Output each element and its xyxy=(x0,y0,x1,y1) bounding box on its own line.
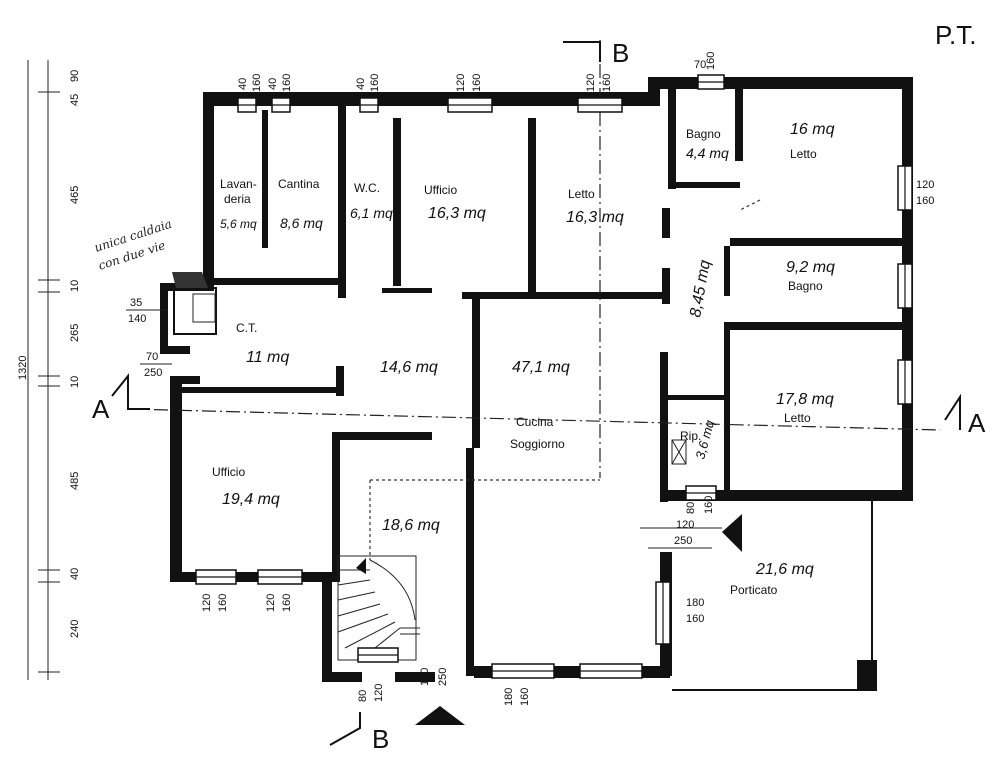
room-ripost: Rip. xyxy=(680,429,701,443)
entrance-arrows xyxy=(415,514,742,725)
boiler xyxy=(172,272,217,335)
dim-left-40: 40 xyxy=(69,568,81,580)
room-wc: W.C. xyxy=(354,181,380,195)
room-letto-se: Letto xyxy=(784,411,811,425)
dim-s2b: 160 xyxy=(281,594,293,612)
dim-ct-d: 250 xyxy=(144,367,162,379)
area-ufficio-sw: 19,4 mq xyxy=(222,491,280,508)
section-b-bottom: B xyxy=(372,724,389,754)
room-letto-ne: Letto xyxy=(790,147,817,161)
dim-w3b: 160 xyxy=(369,74,381,92)
dim-w2b: 160 xyxy=(281,74,293,92)
area-ct: 11 mq xyxy=(246,349,289,366)
floor-label: P.T. xyxy=(935,20,976,50)
section-a-right: A xyxy=(968,408,986,438)
dim-w3: 40 xyxy=(355,78,367,90)
dim-w1b: 160 xyxy=(251,74,263,92)
dim-s1b: 160 xyxy=(217,594,229,612)
dimension-chain-left xyxy=(27,60,60,680)
dim-left-90: 90 xyxy=(69,70,81,82)
dim-s1: 120 xyxy=(201,594,213,612)
dim-w4: 120 xyxy=(455,74,467,92)
section-b-top: B xyxy=(612,38,629,68)
closet-cross xyxy=(671,439,687,465)
dim-e2: 120 xyxy=(419,668,431,686)
windows xyxy=(195,74,913,679)
area-cucina: 47,1 mq xyxy=(512,359,570,376)
dim-left-265: 265 xyxy=(69,324,81,342)
room-cucina-1: Cucina xyxy=(516,415,554,429)
dim-w2: 40 xyxy=(267,78,279,90)
dim-left-240: 240 xyxy=(69,620,81,638)
area-letto-ne: 16 mq xyxy=(790,121,835,138)
dim-w5b: 160 xyxy=(601,74,613,92)
room-ufficio-top: Ufficio xyxy=(424,183,457,197)
dim-w4b: 160 xyxy=(471,74,483,92)
area-hall: 14,6 mq xyxy=(380,359,438,376)
area-wc: 6,1 mq xyxy=(350,205,393,221)
room-ufficio-sw: Ufficio xyxy=(212,465,245,479)
dim-k1: 180 xyxy=(503,688,515,706)
dim-w7b: 160 xyxy=(916,195,934,207)
room-bagno-small: Bagno xyxy=(686,127,721,141)
dim-w7: 120 xyxy=(916,179,934,191)
area-ufficio-top: 16,3 mq xyxy=(428,205,486,222)
area-ripost: 3,6 mq xyxy=(692,418,717,461)
room-cucina-2: Soggiorno xyxy=(510,437,565,451)
dim-k1b: 160 xyxy=(519,688,531,706)
dim-left-10b: 10 xyxy=(69,376,81,388)
dim-e1b: 120 xyxy=(373,684,385,702)
dim-left-10a: 10 xyxy=(69,280,81,292)
dim-k2: 180 xyxy=(686,597,704,609)
area-corridor: 8,45 mq xyxy=(687,259,714,319)
area-cantina: 8,6 mq xyxy=(280,215,323,231)
dim-s2: 120 xyxy=(265,594,277,612)
area-entry: 18,6 mq xyxy=(382,517,440,534)
dim-e1: 80 xyxy=(357,690,369,702)
dim-e2b: 250 xyxy=(437,668,449,686)
dim-k2b: 160 xyxy=(686,613,704,625)
dim-w5: 120 xyxy=(585,74,597,92)
dim-left-45: 45 xyxy=(69,94,81,106)
area-bagno-small: 4,4 mq xyxy=(686,145,729,161)
area-letto-se: 17,8 mq xyxy=(776,391,834,408)
dim-left-465: 465 xyxy=(69,186,81,204)
dim-left-total: 1320 xyxy=(17,356,29,380)
dim-w1: 40 xyxy=(237,78,249,90)
dim-ct-a: 35 xyxy=(130,297,142,309)
section-a-left: A xyxy=(92,394,110,424)
area-lavanderia: 5,6 mq xyxy=(220,217,257,231)
porch-outline xyxy=(640,501,877,691)
room-letto-mid: Letto xyxy=(568,187,595,201)
dim-d2b: 250 xyxy=(674,535,692,547)
room-bagno-east: Bagno xyxy=(788,279,823,293)
area-bagno-east: 9,2 mq xyxy=(786,259,835,276)
dim-w6b: 160 xyxy=(705,52,717,70)
dim-ct-c: 70 xyxy=(146,351,158,363)
area-letto-mid: 16,3 mq xyxy=(566,209,624,226)
dim-d1: 80 xyxy=(685,502,697,514)
room-lavanderia-2: deria xyxy=(224,192,251,206)
room-porticato: Porticato xyxy=(730,583,778,597)
dim-ct-b: 140 xyxy=(128,313,146,325)
dim-d1b: 160 xyxy=(703,496,715,514)
dim-left-485: 485 xyxy=(69,472,81,490)
area-porticato: 21,6 mq xyxy=(755,561,814,578)
section-lines xyxy=(111,40,961,746)
staircase xyxy=(337,555,420,661)
dim-d2: 120 xyxy=(676,519,694,531)
dim-w6: 70 xyxy=(694,59,706,71)
room-lavanderia-1: Lavan- xyxy=(220,177,257,191)
room-cantina: Cantina xyxy=(278,177,320,191)
room-ct: C.T. xyxy=(236,321,257,335)
